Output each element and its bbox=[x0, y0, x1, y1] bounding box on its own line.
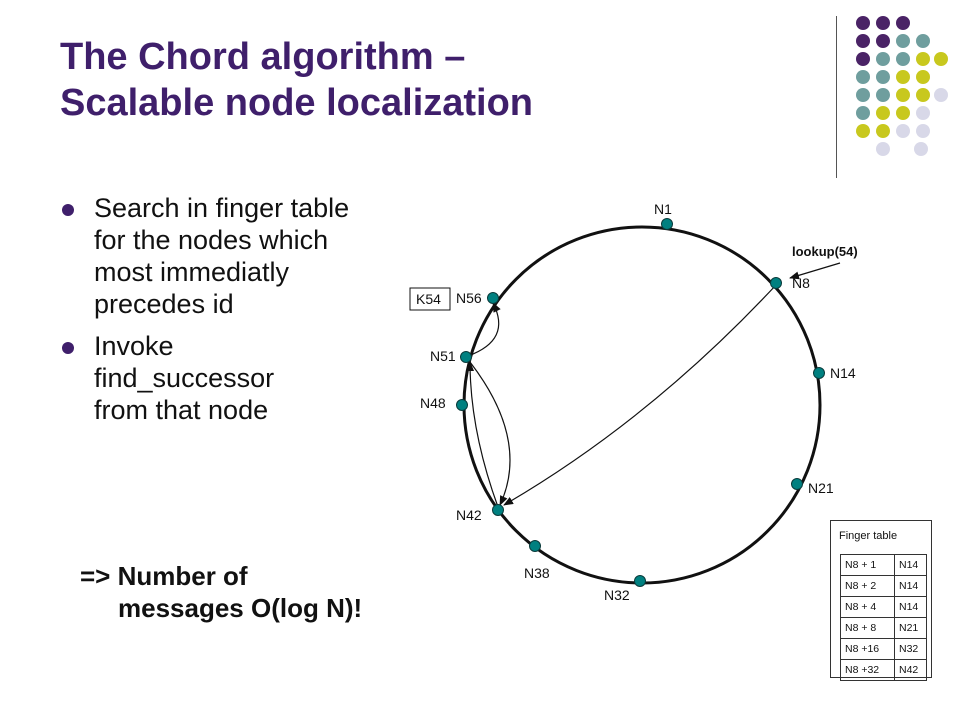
deco-dot bbox=[916, 106, 930, 120]
chord-ring bbox=[462, 225, 822, 585]
deco-dot bbox=[856, 16, 870, 30]
finger-table-title: Finger table bbox=[839, 530, 898, 542]
deco-dot bbox=[876, 52, 890, 66]
bullet-list: Search in finger table for the nodes whi… bbox=[62, 192, 432, 436]
finger-start: N8 + 8 bbox=[840, 617, 895, 639]
ring-node bbox=[770, 277, 782, 289]
route-arrow-n8-n42 bbox=[503, 284, 777, 506]
title-line-1: The Chord algorithm – bbox=[60, 36, 466, 78]
deco-dot bbox=[916, 52, 930, 66]
bullet-line: find_successor bbox=[94, 363, 275, 393]
deco-dot bbox=[916, 34, 930, 48]
ring-node bbox=[813, 367, 825, 379]
deco-dot bbox=[896, 70, 910, 84]
deco-dot bbox=[896, 16, 910, 30]
deco-dot bbox=[896, 88, 910, 102]
bullet-item: Search in finger table for the nodes whi… bbox=[62, 192, 432, 320]
route-arrow-n51-n56 bbox=[467, 302, 501, 357]
route-arrow-n51-n42 bbox=[469, 361, 511, 506]
finger-start: N8 + 2 bbox=[840, 575, 895, 597]
ring-node-label: N1 bbox=[654, 201, 672, 217]
deco-dot bbox=[896, 106, 910, 120]
deco-dot bbox=[914, 142, 928, 156]
ring-node bbox=[791, 478, 803, 490]
deco-dot bbox=[876, 16, 890, 30]
deco-dot bbox=[916, 88, 930, 102]
deco-dot bbox=[856, 124, 870, 138]
finger-start: N8 + 4 bbox=[840, 596, 895, 618]
ring-node bbox=[634, 575, 646, 587]
deco-dot bbox=[876, 88, 890, 102]
deco-dot bbox=[896, 124, 910, 138]
deco-dot bbox=[856, 34, 870, 48]
finger-node: N14 bbox=[894, 575, 927, 597]
bullet-line: from that node bbox=[94, 395, 269, 425]
bullet-line: Invoke bbox=[94, 331, 174, 361]
finger-node: N42 bbox=[894, 659, 927, 681]
ring-node bbox=[456, 399, 468, 411]
deco-dot bbox=[876, 34, 890, 48]
finger-start: N8 +16 bbox=[840, 638, 895, 660]
conclusion-line-2: messages O(log N)! bbox=[118, 593, 363, 623]
deco-dot bbox=[856, 70, 870, 84]
ring-node-label: N8 bbox=[792, 275, 810, 291]
deco-dot bbox=[856, 52, 870, 66]
bullet-line: for the nodes which bbox=[94, 225, 329, 255]
ring-node-label: N42 bbox=[456, 507, 482, 523]
finger-node: N14 bbox=[894, 596, 927, 618]
finger-node: N32 bbox=[894, 638, 927, 660]
deco-dot bbox=[916, 124, 930, 138]
bullet-item: Invoke find_successor from that node bbox=[62, 330, 432, 426]
ring-node-label: N56 bbox=[456, 290, 482, 306]
finger-start: N8 +32 bbox=[840, 659, 895, 681]
ring-node bbox=[661, 218, 673, 230]
bullet-line: precedes id bbox=[94, 289, 234, 319]
key-box bbox=[409, 287, 451, 311]
bullet-line: Search in finger table bbox=[94, 193, 350, 223]
ring-node-label: N48 bbox=[420, 395, 446, 411]
ring-node bbox=[492, 504, 504, 516]
ring-node-label: N21 bbox=[808, 480, 834, 496]
route-arrow-n42-n51 bbox=[466, 361, 499, 508]
ring-node-label: N51 bbox=[430, 348, 456, 364]
ring-node-label: N14 bbox=[830, 365, 856, 381]
ring-node-label: N32 bbox=[604, 587, 630, 603]
finger-start: N8 + 1 bbox=[840, 554, 895, 576]
deco-dot bbox=[876, 142, 890, 156]
ring-node-label: N38 bbox=[524, 565, 550, 581]
ring-node bbox=[529, 540, 541, 552]
deco-dot bbox=[934, 88, 948, 102]
bullet-line: most immediatly bbox=[94, 257, 290, 287]
ring-node bbox=[487, 292, 499, 304]
decorative-divider bbox=[836, 16, 837, 178]
deco-dot bbox=[934, 52, 948, 66]
deco-dot bbox=[896, 34, 910, 48]
title-line-2: Scalable node localization bbox=[60, 82, 534, 124]
lookup-label: lookup(54) bbox=[792, 244, 858, 259]
deco-dot bbox=[876, 70, 890, 84]
deco-dot bbox=[856, 106, 870, 120]
deco-dot bbox=[856, 88, 870, 102]
deco-dot bbox=[896, 52, 910, 66]
conclusion-text: => Number of messages O(log N)! bbox=[80, 560, 460, 624]
deco-dot bbox=[876, 106, 890, 120]
deco-dot bbox=[876, 124, 890, 138]
finger-node: N21 bbox=[894, 617, 927, 639]
finger-node: N14 bbox=[894, 554, 927, 576]
conclusion-line-1: => Number of bbox=[80, 561, 248, 591]
ring-node bbox=[460, 351, 472, 363]
slide-title: The Chord algorithm – Scalable node loca… bbox=[60, 34, 780, 126]
deco-dot bbox=[916, 70, 930, 84]
lookup-arrow bbox=[789, 262, 841, 280]
key-label: K54 bbox=[416, 291, 441, 307]
